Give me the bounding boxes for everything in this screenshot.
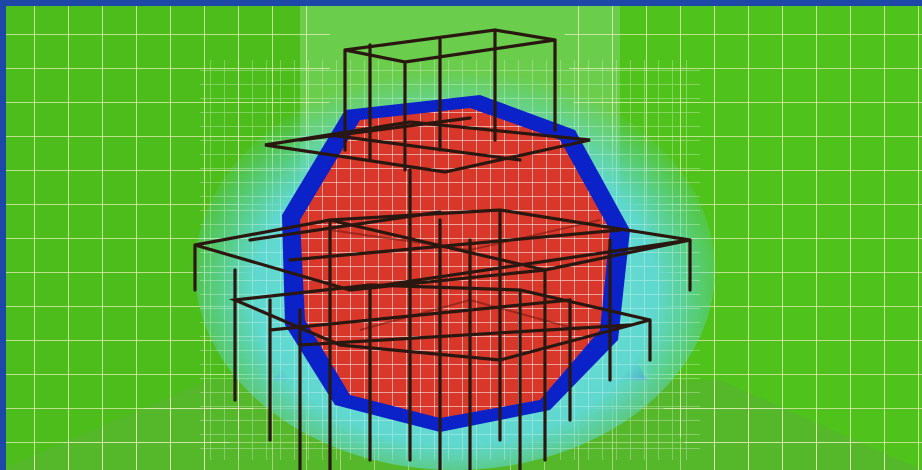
- frame-left-border: [0, 0, 6, 470]
- frame-top-border: [0, 0, 922, 6]
